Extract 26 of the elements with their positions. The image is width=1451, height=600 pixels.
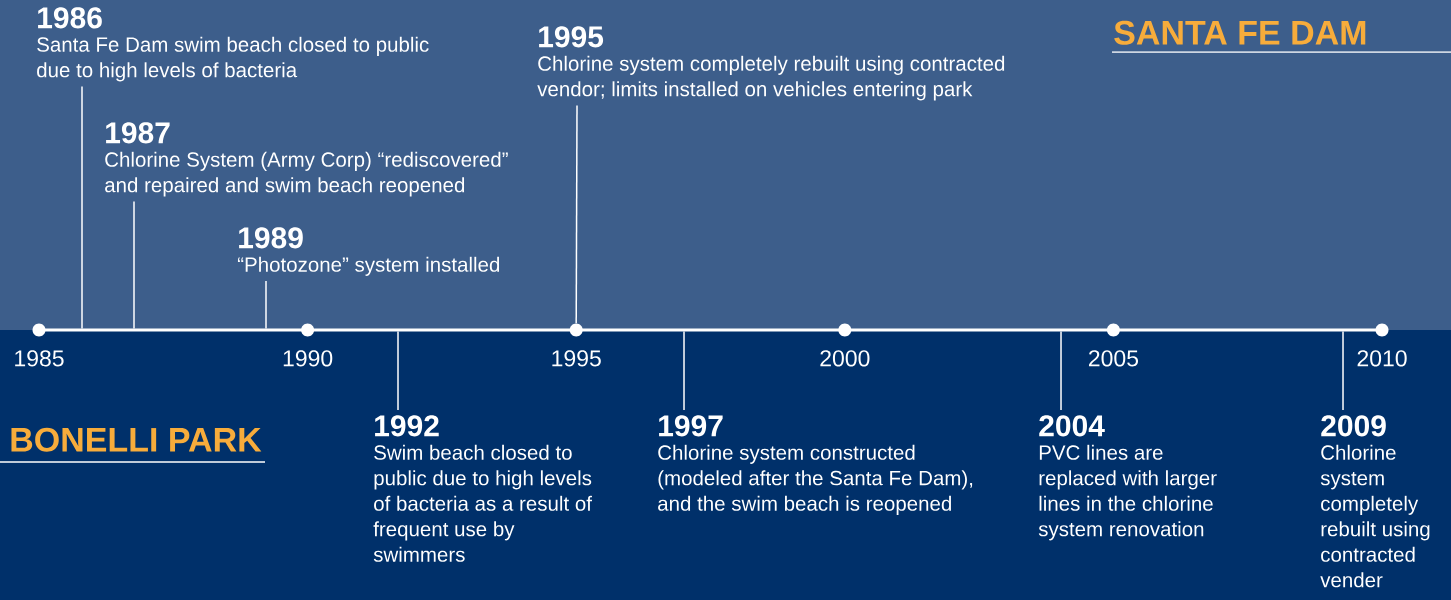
region-title: SANTA FE DAM — [1114, 20, 1366, 45]
region-title: BONELLI PARK — [11, 427, 262, 452]
event-description: Chlorine system completely rebuilt using contracted vender — [1320, 444, 1430, 588]
leader-line — [575, 104, 578, 325]
event-description: Chlorine system completely rebuilt using contracted vendor; limits installed on vehicles entering park — [537, 55, 1005, 101]
year-heading: 2004 — [1039, 415, 1105, 437]
year-heading: 1986 — [38, 7, 102, 29]
event-description: PVC lines are replaced with larger lines in the chlorine system renovation — [1038, 444, 1217, 541]
leader-line — [265, 280, 267, 330]
year-heading: 2009 — [1321, 415, 1386, 437]
year-heading: 1989 — [239, 227, 303, 249]
event-description: Santa Fe Dam swim beach closed to public due to high levels of bacteria — [37, 36, 429, 82]
event-description: Swim beach closed to public due to high levels of bacteria as a result of frequent use by swimmers — [373, 444, 592, 562]
leader-line — [81, 85, 83, 330]
year-heading: 1997 — [659, 415, 723, 437]
leader-line — [683, 330, 685, 411]
year-heading: 1995 — [539, 26, 604, 48]
leader-line — [1342, 330, 1344, 411]
leader-line — [1060, 330, 1062, 411]
year-heading: 1987 — [106, 122, 170, 144]
event-description: Chlorine System (Army Corp) “rediscovered” and repaired and swim beach reopened — [105, 151, 508, 197]
year-heading: 1992 — [375, 415, 439, 437]
event-description: Chlorine system constructed (modeled after the Santa Fe Dam), and the swim beach is reopened — [658, 444, 973, 515]
event-description: “Photozone” system installed — [237, 256, 500, 276]
leader-line — [133, 200, 135, 330]
leader-line — [397, 330, 399, 411]
